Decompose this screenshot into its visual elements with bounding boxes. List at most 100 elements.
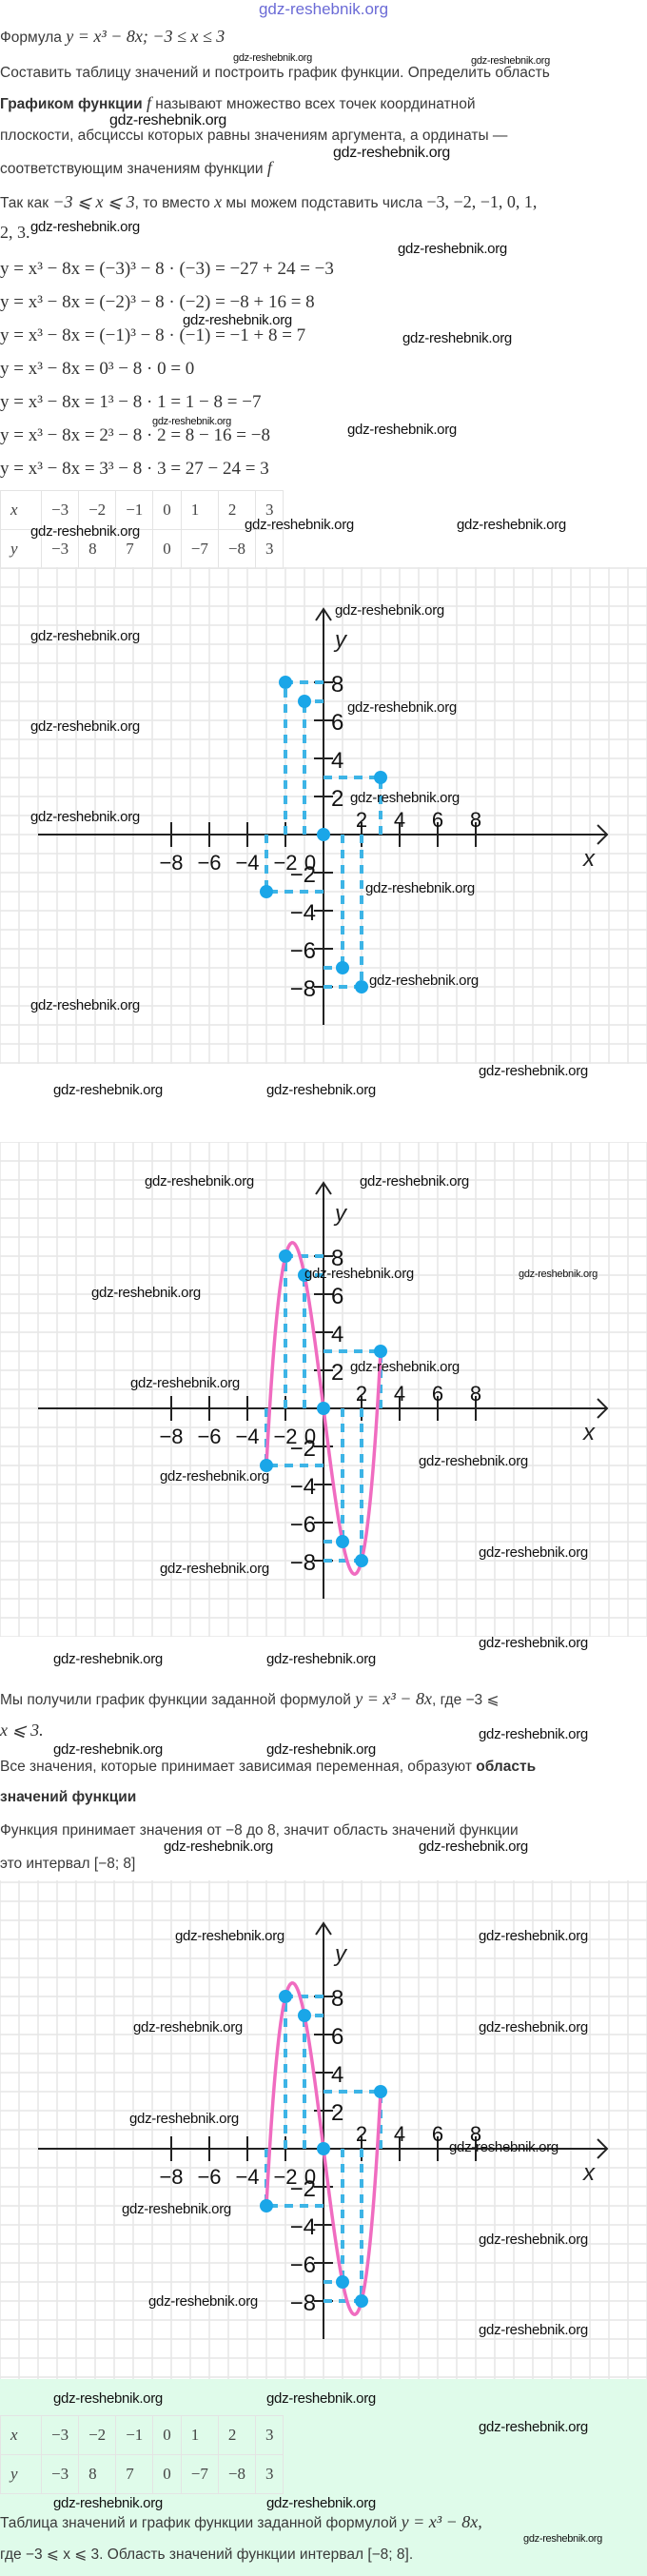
y-tick-label: −8 [290, 1550, 316, 1576]
watermark: gdz-reshebnik.org [479, 1726, 588, 1742]
answer-line-1: Таблица значений и график функции заданн… [0, 2512, 482, 2532]
x-tick-label: −2 [273, 1425, 297, 1448]
watermark: gdz-reshebnik.org [91, 1285, 201, 1301]
watermark: gdz-reshebnik.org [347, 422, 457, 438]
watermark: gdz-reshebnik.org [175, 1928, 284, 1944]
table-cell: −7 [180, 529, 219, 569]
table-cell: 2 [217, 2415, 256, 2455]
watermark: gdz-reshebnik.org [266, 1651, 376, 1667]
watermark: gdz-reshebnik.org [360, 1173, 469, 1190]
watermark: gdz-reshebnik.org [30, 809, 140, 825]
x-axis-arrow [597, 824, 609, 845]
x-tick-label: −8 [159, 1425, 183, 1448]
data-point [279, 1249, 292, 1263]
range-text: Все значения, которые принимает зависима… [0, 1759, 472, 1775]
x-axis-label: x [582, 846, 596, 872]
y-tick-label: −2 [290, 862, 316, 888]
x-tick-label: 8 [470, 808, 481, 832]
watermark: gdz-reshebnik.org [398, 241, 507, 257]
y-tick-label: −2 [290, 2176, 316, 2202]
table-cell: −8 [217, 529, 256, 569]
table-cell: −3 [40, 2415, 80, 2455]
data-point [355, 1554, 368, 1567]
header-watermark[interactable]: gdz-reshebnik.org [258, 0, 389, 18]
definition-text: соответствующим значениям функции [0, 161, 264, 177]
y-tick-label: −8 [290, 976, 316, 1002]
y-axis-label: y [333, 627, 348, 653]
origin-label: 0 [304, 851, 316, 875]
y-axis-label: y [333, 1201, 348, 1227]
watermark: gdz-reshebnik.org [471, 55, 550, 67]
definition-line-3: соответствующим значениям функции f [0, 158, 272, 178]
substitution-text: , то вместо [134, 195, 210, 211]
table-row-x: x −3 −2 −1 0 1 2 3 [0, 2415, 284, 2455]
watermark: gdz-reshebnik.org [523, 2533, 602, 2545]
x-tick-label: −4 [235, 851, 259, 875]
watermark: gdz-reshebnik.org [479, 2419, 588, 2435]
watermark: gdz-reshebnik.org [449, 2139, 559, 2155]
conclusion-line-1: Мы получили график функции заданной форм… [0, 1689, 499, 1709]
x-tick-label: 6 [432, 808, 443, 832]
table-header-y: y [0, 2454, 42, 2494]
watermark: gdz-reshebnik.org [479, 1635, 588, 1651]
x-tick-label: 8 [470, 2122, 481, 2146]
numbers-list: −3, −2, −1, 0, 1, [426, 192, 538, 211]
conclusion-line-2: x ⩽ 3. [0, 1721, 44, 1740]
table-cell: −3 [40, 490, 80, 530]
definition-term: Графиком функции [0, 96, 143, 112]
table-cell: −3 [40, 2454, 80, 2494]
data-point [355, 980, 368, 993]
table-row-y: y −3 8 7 0 −7 −8 3 [0, 2454, 284, 2494]
watermark: gdz-reshebnik.org [145, 1173, 254, 1190]
answer-line-2: где −3 ⩽ x ⩽ 3. Область значений функции… [0, 2547, 414, 2563]
x-tick-label: 8 [470, 1382, 481, 1406]
range-term: область [476, 1759, 537, 1775]
watermark: gdz-reshebnik.org [30, 718, 140, 735]
watermark: gdz-reshebnik.org [333, 145, 450, 161]
x-axis-label: x [582, 1420, 596, 1445]
y-tick-label: 6 [331, 1284, 343, 1309]
calculation-row: y = x³ − 8x = (−1)³ − 8 · (−1) = −1 + 8 … [0, 325, 306, 345]
data-point [374, 1345, 387, 1358]
x-tick-label: 6 [432, 2122, 443, 2146]
data-point [374, 771, 387, 784]
x-tick-label: −4 [235, 1425, 259, 1448]
table-cell: 8 [78, 2454, 117, 2494]
data-point [317, 2142, 330, 2155]
y-tick-label: −4 [290, 1474, 316, 1500]
watermark: gdz-reshebnik.org [419, 1839, 528, 1855]
substitution-line-2: 2, 3. [0, 223, 30, 242]
origin-label: 0 [304, 2165, 316, 2189]
range-term: значений функции [0, 1789, 137, 1805]
x-tick-label: 4 [394, 2122, 405, 2146]
y-tick-label: 4 [331, 1322, 343, 1347]
y-tick-label: −2 [290, 1436, 316, 1462]
y-tick-label: −6 [290, 2252, 316, 2278]
data-point [336, 1535, 349, 1548]
y-tick-label: −6 [290, 938, 316, 964]
y-axis-arrow [315, 607, 332, 621]
watermark: gdz-reshebnik.org [152, 416, 231, 427]
x-tick-label: −2 [273, 851, 297, 875]
watermark: gdz-reshebnik.org [53, 1741, 163, 1758]
x-tick-label: 4 [394, 808, 405, 832]
y-tick-label: −4 [290, 900, 316, 926]
table-row-x: x −3 −2 −1 0 1 2 3 [0, 490, 284, 530]
watermark: gdz-reshebnik.org [350, 790, 460, 806]
table-cell: 1 [180, 2415, 219, 2455]
data-point [317, 1402, 330, 1415]
substitution-text: мы можем подставить числа [225, 195, 423, 211]
table-cell: 0 [152, 2454, 182, 2494]
watermark: gdz-reshebnik.org [160, 1468, 269, 1485]
conclusion-text: Мы получили график функции заданной форм… [0, 1692, 351, 1708]
y-tick-label: 8 [331, 672, 343, 698]
variable-x: x [214, 192, 223, 211]
table-cell: 0 [152, 2415, 182, 2455]
y-tick-label: −4 [290, 2214, 316, 2240]
substitution-text: Так как [0, 195, 49, 211]
watermark: gdz-reshebnik.org [160, 1561, 269, 1577]
formula-label: Формула [0, 29, 62, 46]
conclusion-text: , где −3 ⩽ [431, 1692, 500, 1708]
calculation-row: y = x³ − 8x = 3³ − 8 · 3 = 27 − 24 = 3 [0, 459, 269, 479]
